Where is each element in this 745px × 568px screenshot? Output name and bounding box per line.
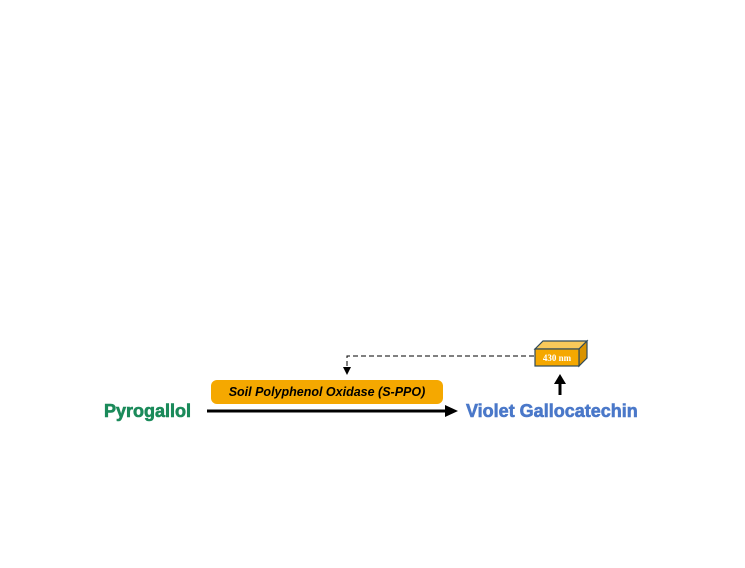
product-label: Violet Gallocatechin [466,401,638,422]
feedback-dashed-line [346,355,534,366]
cuvette-top-face [533,340,589,350]
enzyme-box-shape [211,380,443,404]
measurement-arrowhead [554,374,566,384]
enzyme-label: Soil Polyphenol Oxidase (S-PPO) [228,385,426,399]
wavelength-label: 430 nm [542,352,572,363]
cuvette-front-face [534,348,580,367]
enzyme-box: Soil Polyphenol Oxidase (S-PPO) [211,380,443,404]
cuvette-icon [533,339,589,368]
reaction-arrowhead [445,405,458,417]
substrate-label: Pyrogallol [104,401,192,422]
feedback-arrowhead [343,367,351,375]
